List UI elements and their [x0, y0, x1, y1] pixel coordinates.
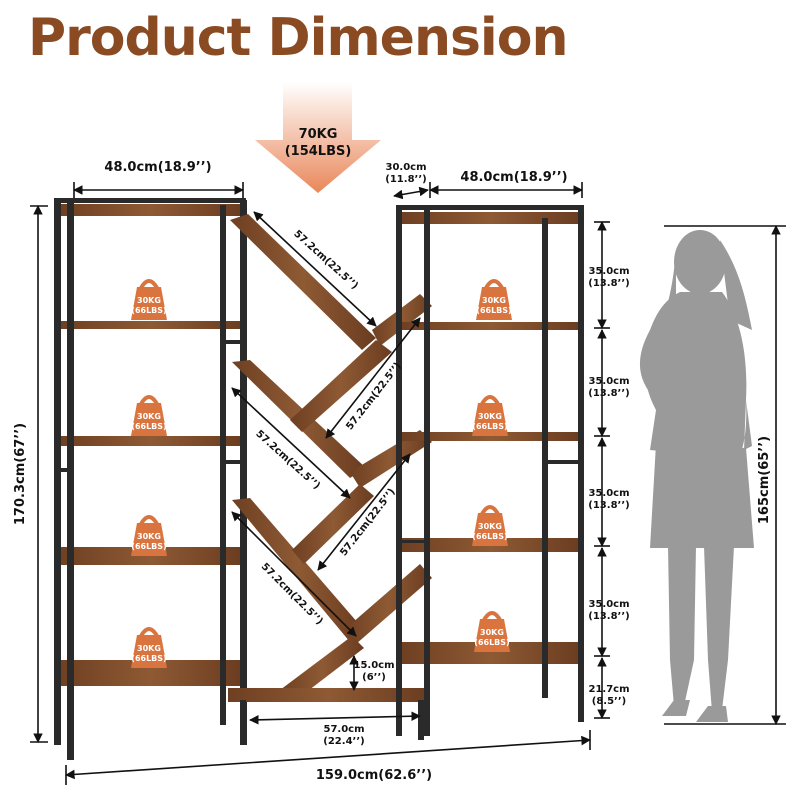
person-silhouette-icon: [639, 230, 754, 722]
weight-badge-icon: 30KG(66LBS): [474, 611, 510, 652]
left-shelf-3: [58, 436, 244, 446]
weight-badge-icon: 30KG(66LBS): [472, 505, 508, 546]
depth-cm-label: 30.0cm: [385, 162, 426, 173]
top-load-kg: 70KG: [299, 127, 338, 142]
left-post-front: [54, 200, 61, 745]
left-post-inner-front: [240, 200, 247, 745]
left-shelf-1: [58, 204, 244, 216]
depth-in-label: (11.8’’): [385, 174, 426, 185]
weight-badge-kg: 30KG: [137, 532, 161, 541]
weight-badge-icon: 30KG(66LBS): [131, 279, 167, 320]
weight-badge-kg: 30KG: [478, 412, 502, 421]
top-load-lbs: (154LBS): [285, 144, 352, 159]
right-shelf-1: [400, 212, 582, 224]
weight-badge-lbs: (66LBS): [131, 542, 166, 551]
spacing-1-in: (13.8’’): [588, 278, 629, 289]
total-width-label: 159.0cm(62.6’’): [316, 768, 432, 783]
spacing-5-cm: 21.7cm: [588, 684, 629, 695]
spacing-2-in: (13.8’’): [588, 388, 629, 399]
weight-badge-icon: 30KG(66LBS): [476, 279, 512, 320]
weight-badge-lbs: (66LBS): [476, 306, 511, 315]
right-shelf-3: [400, 432, 582, 441]
weight-badge-kg: 30KG: [478, 522, 502, 531]
weight-badge-lbs: (66LBS): [472, 532, 507, 541]
weight-badges: 30KG(66LBS)30KG(66LBS)30KG(66LBS)30KG(66…: [131, 279, 512, 668]
spacing-4-in: (13.8’’): [588, 611, 629, 622]
person-height-label: 165cm(65’’): [757, 436, 772, 524]
right-post-outer: [578, 210, 584, 722]
middle-width-in-label: (22.4’’): [323, 736, 364, 747]
left-shelf-2: [58, 321, 244, 329]
weight-badge-lbs: (66LBS): [131, 654, 166, 663]
spacing-3-cm: 35.0cm: [588, 488, 629, 499]
middle-width-cm-label: 57.0cm: [323, 724, 364, 735]
spacing-1-cm: 35.0cm: [588, 266, 629, 277]
left-post-inner-back: [220, 205, 226, 725]
right-post-back: [542, 218, 548, 698]
bottom-gap-cm-label: 15.0cm: [353, 660, 394, 671]
left-width-label: 48.0cm(18.9’’): [104, 160, 211, 175]
spacing-5-in: (8.5’’): [592, 696, 626, 707]
spacing-3-in: (13.8’’): [588, 500, 629, 511]
weight-badge-kg: 30KG: [137, 296, 161, 305]
left-post-back: [67, 198, 74, 760]
bottom-gap-in-label: (6’’): [362, 672, 386, 683]
page-title: Product Dimension: [28, 8, 568, 68]
top-load-arrow: 70KG (154LBS): [255, 82, 381, 193]
right-post-inner: [424, 206, 430, 736]
weight-badge-icon: 30KG(66LBS): [131, 515, 167, 556]
weight-badge-lbs: (66LBS): [474, 638, 509, 647]
weight-badge-lbs: (66LBS): [472, 422, 507, 431]
weight-badge-lbs: (66LBS): [131, 422, 166, 431]
weight-badge-icon: 30KG(66LBS): [472, 395, 508, 436]
spacing-2-cm: 35.0cm: [588, 376, 629, 387]
right-shelf-2: [400, 322, 582, 330]
weight-badge-lbs: (66LBS): [131, 306, 166, 315]
weight-badge-kg: 30KG: [137, 644, 161, 653]
right-shelf-5: [400, 642, 582, 664]
weight-badge-icon: 30KG(66LBS): [131, 627, 167, 668]
right-width-label: 48.0cm(18.9’’): [460, 170, 567, 185]
height-label: 170.3cm(67’’): [13, 423, 28, 525]
tree-base: [228, 688, 428, 702]
weight-badge-kg: 30KG: [137, 412, 161, 421]
weight-badge-kg: 30KG: [480, 628, 504, 637]
weight-badge-kg: 30KG: [482, 296, 506, 305]
spacing-4-cm: 35.0cm: [588, 599, 629, 610]
weight-badge-icon: 30KG(66LBS): [131, 395, 167, 436]
